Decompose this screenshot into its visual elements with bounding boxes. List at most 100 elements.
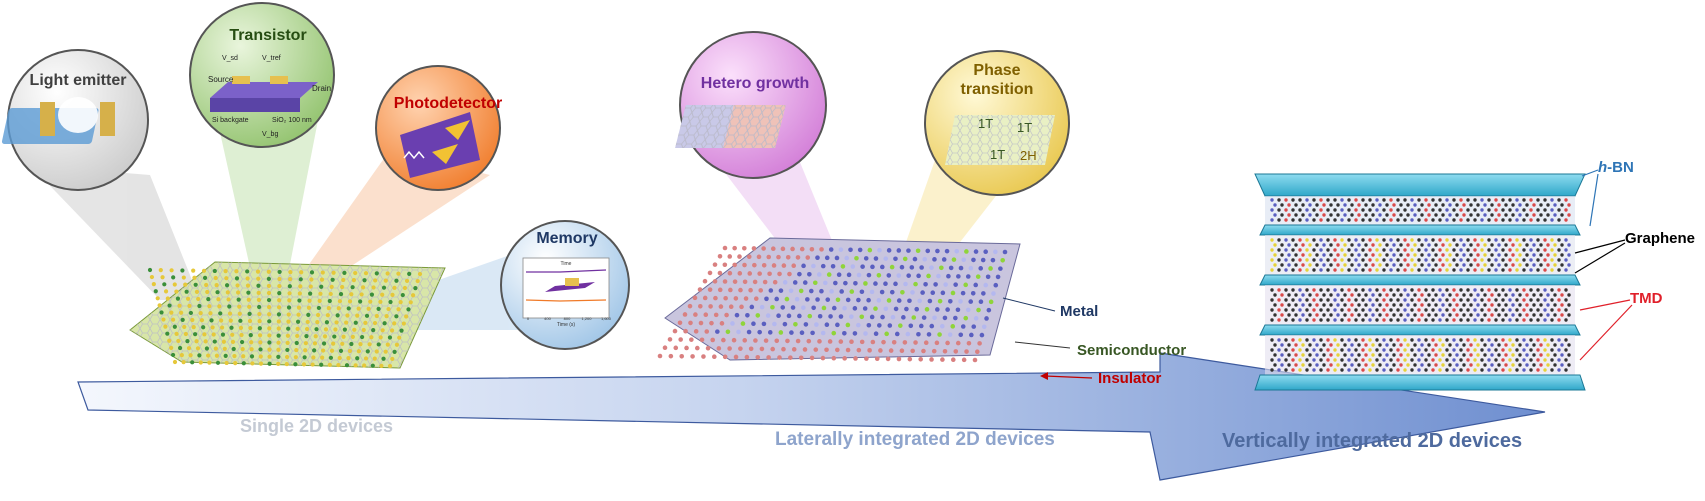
- atom: [1385, 303, 1389, 307]
- atom: [824, 347, 829, 353]
- atom: [1382, 208, 1386, 212]
- atom: [993, 282, 999, 288]
- atom: [1410, 368, 1414, 372]
- atom: [223, 353, 228, 358]
- atom: [744, 354, 750, 360]
- atom: [1539, 363, 1543, 367]
- atom: [1473, 308, 1477, 312]
- atom: [742, 338, 748, 343]
- atom: [294, 340, 299, 346]
- atom: [817, 313, 823, 319]
- atom: [1308, 303, 1312, 307]
- atom: [1287, 263, 1291, 267]
- atom: [394, 342, 400, 347]
- atom: [1340, 208, 1344, 212]
- atom: [258, 354, 263, 359]
- atom: [1455, 303, 1459, 307]
- atom: [329, 348, 335, 353]
- atom: [1452, 288, 1456, 292]
- transistor-bubble: Transistor Source Drain Si backgate SiO₂…: [189, 2, 335, 148]
- atom: [1490, 363, 1494, 367]
- atom: [1532, 343, 1536, 347]
- atom: [755, 354, 761, 360]
- atom: [899, 264, 905, 270]
- atom: [382, 321, 387, 326]
- atom: [940, 290, 946, 296]
- atom: [849, 314, 854, 319]
- atom: [852, 331, 858, 336]
- atom: [325, 313, 330, 318]
- atom: [915, 248, 921, 254]
- atom: [931, 348, 937, 354]
- atom: [1273, 213, 1277, 217]
- atom: [673, 345, 679, 351]
- atom: [293, 362, 298, 367]
- atom: [1336, 363, 1340, 367]
- atom: [1466, 268, 1470, 272]
- atom: [1403, 338, 1407, 342]
- atom: [934, 340, 940, 346]
- atom: [276, 361, 281, 367]
- atom: [177, 303, 182, 308]
- atom: [1406, 293, 1410, 297]
- atom: [1322, 253, 1326, 257]
- atom: [1546, 263, 1550, 267]
- atom: [1490, 213, 1494, 217]
- atom: [1473, 248, 1477, 252]
- atom: [1336, 263, 1340, 267]
- atom: [286, 326, 291, 331]
- atom: [1413, 263, 1417, 267]
- atom: [820, 263, 826, 269]
- atom: [1382, 218, 1386, 222]
- atom: [968, 265, 974, 271]
- atom: [827, 339, 833, 344]
- atom: [1501, 338, 1505, 342]
- atom: [1280, 213, 1284, 217]
- atom: [1371, 203, 1375, 207]
- atom: [1497, 343, 1501, 347]
- atom: [374, 349, 379, 354]
- atom: [277, 291, 282, 296]
- atom: [1333, 358, 1337, 362]
- atom: [1550, 298, 1554, 302]
- atom: [873, 281, 878, 286]
- atom: [1287, 213, 1291, 217]
- atom: [1420, 363, 1424, 367]
- atom: [329, 284, 334, 289]
- atom: [904, 306, 909, 312]
- atom: [1557, 308, 1561, 312]
- atom: [366, 306, 371, 311]
- atom: [1277, 198, 1281, 202]
- atom: [802, 347, 808, 352]
- atom: [167, 338, 172, 343]
- atom: [1431, 258, 1435, 262]
- atom: [821, 305, 827, 311]
- atom: [1455, 213, 1459, 217]
- atom: [1476, 293, 1480, 297]
- atom: [1424, 268, 1428, 272]
- atom: [1434, 313, 1438, 317]
- atom: [1326, 338, 1330, 342]
- atom: [1532, 263, 1536, 267]
- atom: [1347, 258, 1351, 262]
- atom: [1438, 258, 1442, 262]
- atom: [362, 278, 367, 283]
- atom: [169, 268, 174, 273]
- atom: [1392, 263, 1396, 267]
- atom: [752, 279, 758, 285]
- atom: [722, 262, 728, 268]
- atom: [195, 346, 201, 351]
- atom: [738, 287, 743, 293]
- atom: [227, 311, 233, 316]
- atom: [1343, 243, 1347, 247]
- atom: [921, 348, 926, 354]
- atom: [1333, 338, 1337, 342]
- atom: [1273, 243, 1277, 247]
- atom: [1284, 298, 1288, 302]
- atom: [392, 349, 397, 354]
- atom: [191, 268, 196, 273]
- atom: [1424, 288, 1428, 292]
- atom: [1427, 253, 1431, 257]
- atom: [328, 291, 333, 297]
- atom: [864, 356, 869, 361]
